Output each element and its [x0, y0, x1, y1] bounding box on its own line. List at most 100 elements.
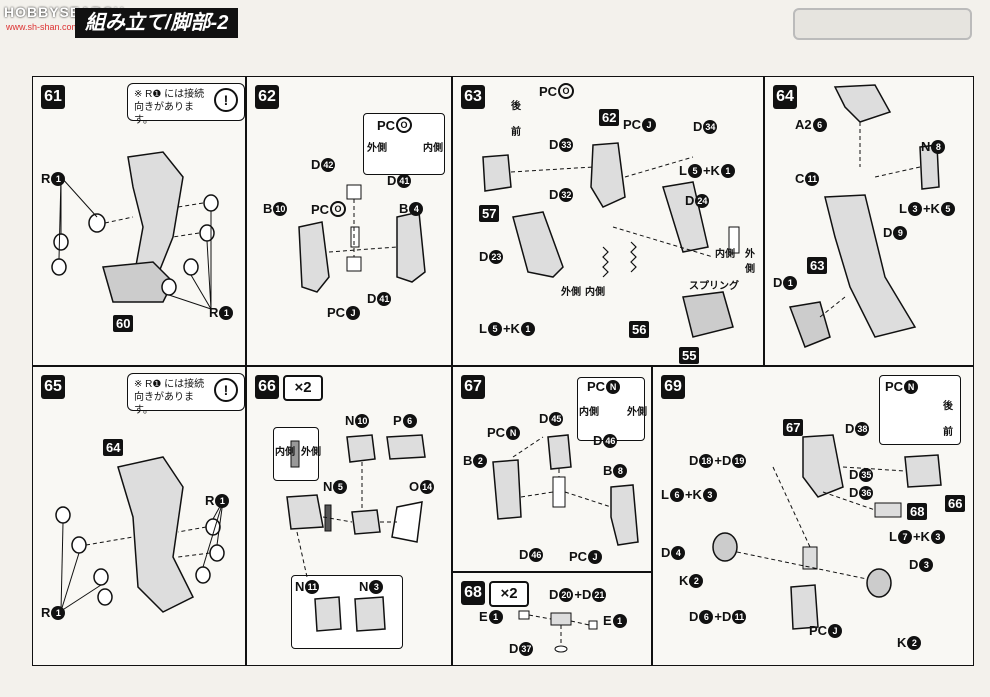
step-ref: 57 [479, 205, 500, 222]
foot-assembly-drawing [788, 84, 940, 348]
toe-assembly-drawing [286, 434, 426, 632]
header-ghost-box [793, 8, 972, 40]
lower-leg-assembly-drawing [712, 434, 942, 630]
warning-icon: ! [214, 378, 238, 402]
front-label: 前 [943, 427, 953, 438]
outer-label: 外側 [627, 407, 647, 418]
inner-label: 内側 [585, 287, 605, 298]
step-number: 67 [461, 375, 485, 399]
step-ref: 64 [103, 439, 124, 456]
back-label: 後 [943, 401, 953, 412]
step-number: 64 [773, 85, 797, 109]
site-url: www.sh-shan.com [6, 22, 80, 32]
leg-assembly-drawing [51, 151, 219, 310]
step-ref: 62 [599, 109, 620, 126]
header-bar: HOBBYSEARCH www.sh-shan.com 組み立て/脚部-2 [0, 0, 990, 40]
front-label: 前 [511, 127, 521, 138]
step-ref: 55 [679, 347, 700, 364]
shin-assembly-drawing [492, 434, 639, 546]
step-ref: 63 [807, 257, 828, 274]
connection-note: ※ R❶ には接続向きがあります。 ! [127, 373, 245, 416]
step-ref: 60 [113, 315, 134, 332]
inner-label: 内側 [423, 143, 443, 154]
inner-label: 内側 [715, 249, 735, 260]
step-ref: 56 [629, 321, 650, 338]
spring-label: スプリング [689, 281, 739, 292]
step-number: 61 [41, 85, 65, 109]
leg-joint-drawing [482, 142, 740, 338]
orientation-callout [879, 375, 961, 445]
step-number: 69 [661, 375, 685, 399]
warning-icon: ! [214, 88, 238, 112]
step-number: 65 [41, 375, 65, 399]
step-ref: 67 [783, 419, 804, 436]
pin-assembly-drawing [518, 610, 598, 653]
arm-assembly-drawing [298, 184, 426, 293]
step-number: 62 [255, 85, 279, 109]
note-text: ※ R❶ には接続向きがあります。 [134, 89, 205, 126]
inner-label: 内側 [579, 407, 599, 418]
outer-label: 外側 [301, 447, 321, 458]
connection-note: ※ R❶ には接続向きがあります。 ! [127, 83, 245, 126]
step-number: 66 [255, 375, 279, 399]
back-label: 後 [511, 101, 521, 112]
inner-label: 内側 [275, 447, 295, 458]
page-title: 組み立て/脚部-2 [75, 8, 239, 38]
step-number: 63 [461, 85, 485, 109]
step-ref: 68 [907, 503, 928, 520]
note-text: ※ R❶ には接続向きがあります。 [134, 379, 205, 416]
